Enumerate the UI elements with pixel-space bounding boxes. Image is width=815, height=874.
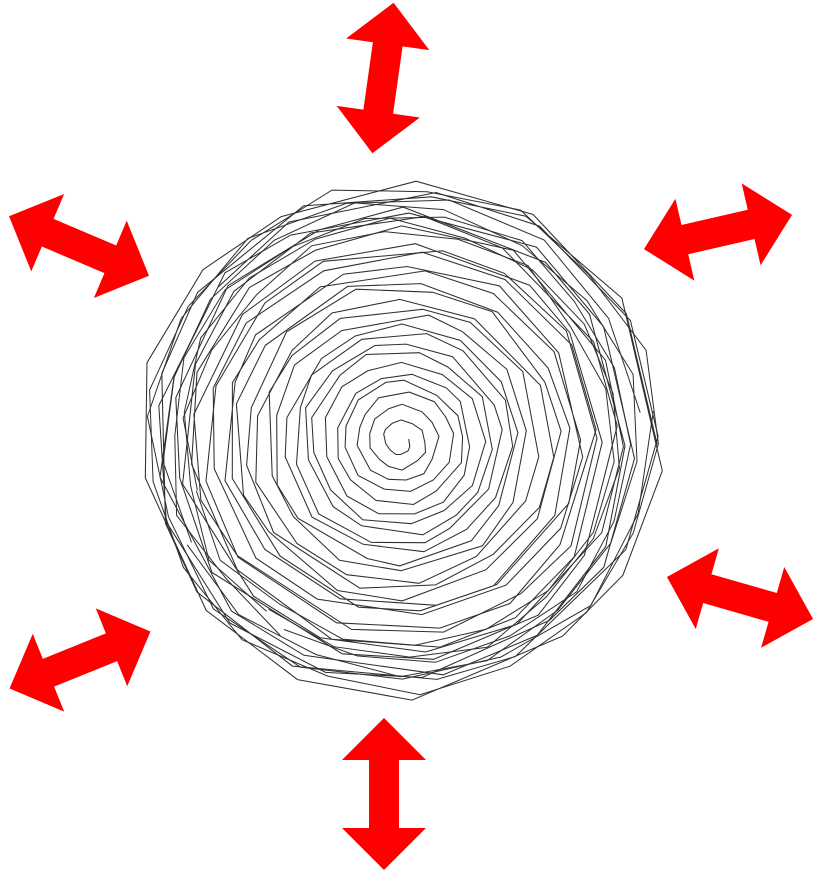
spiral-contour-segment (297, 334, 513, 552)
polygonal-spiral (145, 181, 662, 700)
arrow-top-icon (331, 0, 435, 159)
spiral-contour-segment (338, 380, 463, 504)
spiral-contour-segment (206, 252, 596, 628)
spiral-outer-ring (163, 203, 637, 677)
spiral-contour-segment (145, 181, 662, 700)
arrow-lower-right-icon (655, 537, 815, 660)
arrow-bottom-icon (342, 718, 426, 870)
spiral-outer-ring (150, 190, 659, 695)
arrow-upper-right-icon (634, 174, 801, 290)
arrow-lower-left-icon (0, 593, 166, 728)
arrow-upper-left-icon (0, 178, 165, 315)
spiral-contour-segment (247, 289, 554, 588)
